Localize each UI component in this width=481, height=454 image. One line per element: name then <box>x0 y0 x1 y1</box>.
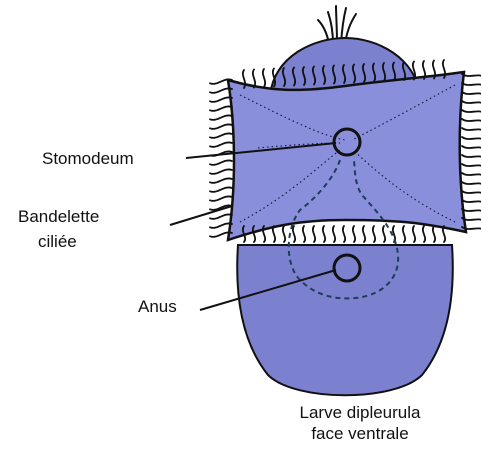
cilium <box>433 226 435 242</box>
label-bandelette-line2: ciliée <box>38 232 77 252</box>
cilium <box>462 191 481 194</box>
caption-line2: face ventrale <box>250 423 470 444</box>
cilium <box>423 226 425 242</box>
cilium <box>462 173 481 176</box>
cilium <box>210 97 232 101</box>
cilium <box>343 226 345 242</box>
cilium <box>383 226 385 242</box>
cilium <box>413 226 415 242</box>
cilium <box>462 182 481 185</box>
cilium <box>462 128 481 131</box>
cilium <box>353 226 355 242</box>
cilium <box>462 83 481 86</box>
cilium <box>462 74 481 77</box>
cilium <box>462 119 481 122</box>
cilium <box>462 137 481 140</box>
label-anus: Anus <box>138 297 177 317</box>
cilium <box>333 226 335 242</box>
cilium <box>210 133 232 137</box>
cilium <box>210 187 232 191</box>
cilium <box>210 106 232 110</box>
cilium <box>462 164 481 167</box>
cilium <box>323 226 325 242</box>
cilium <box>210 178 232 182</box>
cilium <box>210 142 232 146</box>
cilium <box>283 226 285 242</box>
cilium <box>462 110 481 113</box>
cilium <box>303 226 305 242</box>
cilium <box>403 226 405 242</box>
label-stomodeum: Stomodeum <box>42 149 134 169</box>
label-bandelette-line1: Bandelette <box>18 207 99 227</box>
cilium <box>210 124 232 128</box>
caption-line1: Larve dipleurula <box>250 402 470 423</box>
cilium <box>373 226 375 242</box>
cilium <box>210 169 232 173</box>
cilium <box>462 92 481 95</box>
cilium <box>363 226 365 242</box>
cilium <box>313 226 315 242</box>
cilium <box>462 146 481 149</box>
cilium <box>210 196 232 200</box>
cilium <box>462 101 481 104</box>
cilium <box>293 226 295 242</box>
lower-body-lobe <box>237 245 453 395</box>
cilium <box>462 200 481 203</box>
cilium <box>210 214 232 218</box>
figure-caption: Larve dipleurula face ventrale <box>250 402 470 444</box>
cilium <box>273 226 275 242</box>
cilium <box>210 160 232 164</box>
cilium <box>462 209 481 212</box>
cilium <box>210 115 232 119</box>
cilium <box>462 155 481 158</box>
larva-body <box>228 38 466 395</box>
cilium <box>263 69 265 87</box>
